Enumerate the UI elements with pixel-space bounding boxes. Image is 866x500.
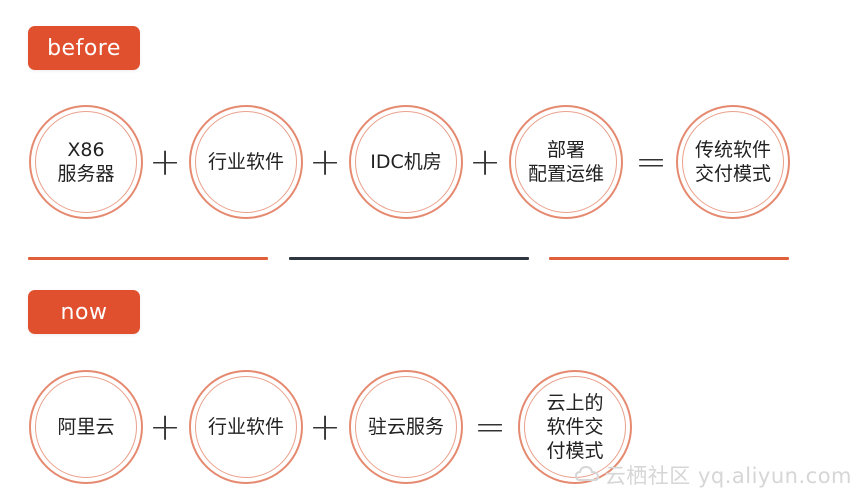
before-tag: before <box>28 26 140 70</box>
before-circle-idc: IDC机房 <box>349 105 463 219</box>
plus-operator: + <box>149 405 181 449</box>
watermark-text: 云栖社区 yq.aliyun.com <box>604 464 852 488</box>
before-circle-label: 部署 配置运维 <box>527 139 604 185</box>
now-circle-cloud-service: 驻云服务 <box>349 370 463 484</box>
before-circle-result: 传统软件 交付模式 <box>676 105 790 219</box>
now-circle-industry-software: 行业软件 <box>189 370 303 484</box>
now-circle-label: 阿里云 <box>57 416 115 438</box>
divider-line-right <box>549 257 789 260</box>
plus-operator: + <box>469 140 501 184</box>
now-tag: now <box>28 290 140 334</box>
before-circle-x86-server: X86 服务器 <box>29 105 143 219</box>
plus-operator: + <box>149 140 181 184</box>
divider-line-left <box>28 257 268 260</box>
cloud-logo-icon <box>574 465 599 481</box>
equals-operator: = <box>474 405 506 449</box>
before-circle-label: X86 服务器 <box>57 139 115 185</box>
now-circle-aliyun: 阿里云 <box>29 370 143 484</box>
now-circle-label: 行业软件 <box>207 416 284 438</box>
watermark: 云栖社区 yq.aliyun.com <box>574 460 852 490</box>
now-circle-label: 云上的 软件交 付模式 <box>546 392 604 462</box>
before-circle-label: 行业软件 <box>207 151 284 173</box>
before-circle-label: 传统软件 交付模式 <box>694 139 771 185</box>
before-circle-industry-software: 行业软件 <box>189 105 303 219</box>
now-circle-label: 驻云服务 <box>367 416 444 438</box>
before-circle-label: IDC机房 <box>370 151 442 173</box>
divider-line-middle <box>289 257 529 260</box>
plus-operator: + <box>309 140 341 184</box>
equals-operator: = <box>635 140 667 184</box>
plus-operator: + <box>309 405 341 449</box>
before-circle-deploy-ops: 部署 配置运维 <box>509 105 623 219</box>
